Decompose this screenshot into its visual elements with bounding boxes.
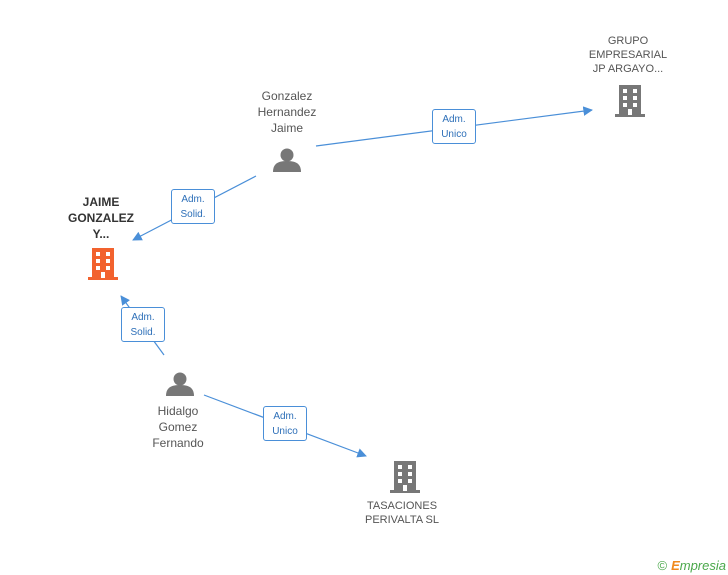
node-label-line: EMPRESARIAL — [588, 49, 668, 61]
node-label-line: Y... — [92, 227, 110, 241]
company-icon-tasaciones[interactable] — [390, 461, 420, 493]
copyright-icon: © — [657, 558, 668, 573]
edge-label-line: Adm. — [131, 312, 155, 323]
node-label-line: TASACIONES — [366, 500, 438, 512]
edge-label-line: Solid. — [180, 209, 206, 220]
node-label-grupo[interactable]: GRUPO EMPRESARIAL JP ARGAYO... — [583, 34, 673, 76]
node-label-jaime-gonzalez[interactable]: JAIME GONZALEZ Y... — [61, 194, 141, 242]
edge-label-gonzalez-jaime[interactable]: Adm. Solid. — [171, 189, 215, 224]
node-label-hidalgo[interactable]: Hidalgo Gomez Fernando — [138, 403, 218, 451]
edge-label-line: Unico — [441, 129, 467, 140]
company-icon-jaime-gonzalez[interactable] — [88, 248, 118, 280]
person-icon-hidalgo[interactable] — [166, 372, 194, 397]
node-label-line: Gomez — [158, 420, 198, 434]
node-label-line: JAIME — [82, 195, 120, 209]
edge-label-hidalgo-tasaciones[interactable]: Adm. Unico — [263, 406, 307, 441]
node-label-line: GONZALEZ — [68, 211, 134, 225]
brand-logo-initial: E — [671, 558, 680, 573]
edge-label-line: Adm. — [181, 194, 205, 205]
edge-label-line: Unico — [272, 426, 298, 437]
node-label-line: GRUPO — [607, 35, 649, 47]
node-label-line: Jaime — [270, 121, 303, 135]
edge-label-hidalgo-jaime[interactable]: Adm. Solid. — [121, 307, 165, 342]
edge-label-line: Adm. — [273, 411, 297, 422]
node-label-line: Gonzalez — [261, 89, 313, 103]
node-label-gonzalez[interactable]: Gonzalez Hernandez Jaime — [247, 88, 327, 136]
edge-label-line: Solid. — [130, 327, 156, 338]
brand-logo-text: mpresia — [679, 558, 726, 573]
node-label-tasaciones[interactable]: TASACIONES PERIVALTA SL — [357, 499, 447, 527]
node-label-line: JP ARGAYO... — [592, 63, 664, 75]
node-label-line: PERIVALTA SL — [365, 514, 439, 526]
node-label-line: Fernando — [152, 436, 204, 450]
node-label-line: Hidalgo — [157, 404, 199, 418]
edge-label-line: Adm. — [442, 114, 466, 125]
edge-label-gonzalez-grupo[interactable]: Adm. Unico — [432, 109, 476, 144]
person-icon-gonzalez[interactable] — [273, 148, 301, 173]
node-label-line: Hernandez — [257, 105, 317, 119]
brand-footer: ©Empresia — [657, 558, 726, 573]
company-icon-grupo[interactable] — [615, 85, 645, 117]
